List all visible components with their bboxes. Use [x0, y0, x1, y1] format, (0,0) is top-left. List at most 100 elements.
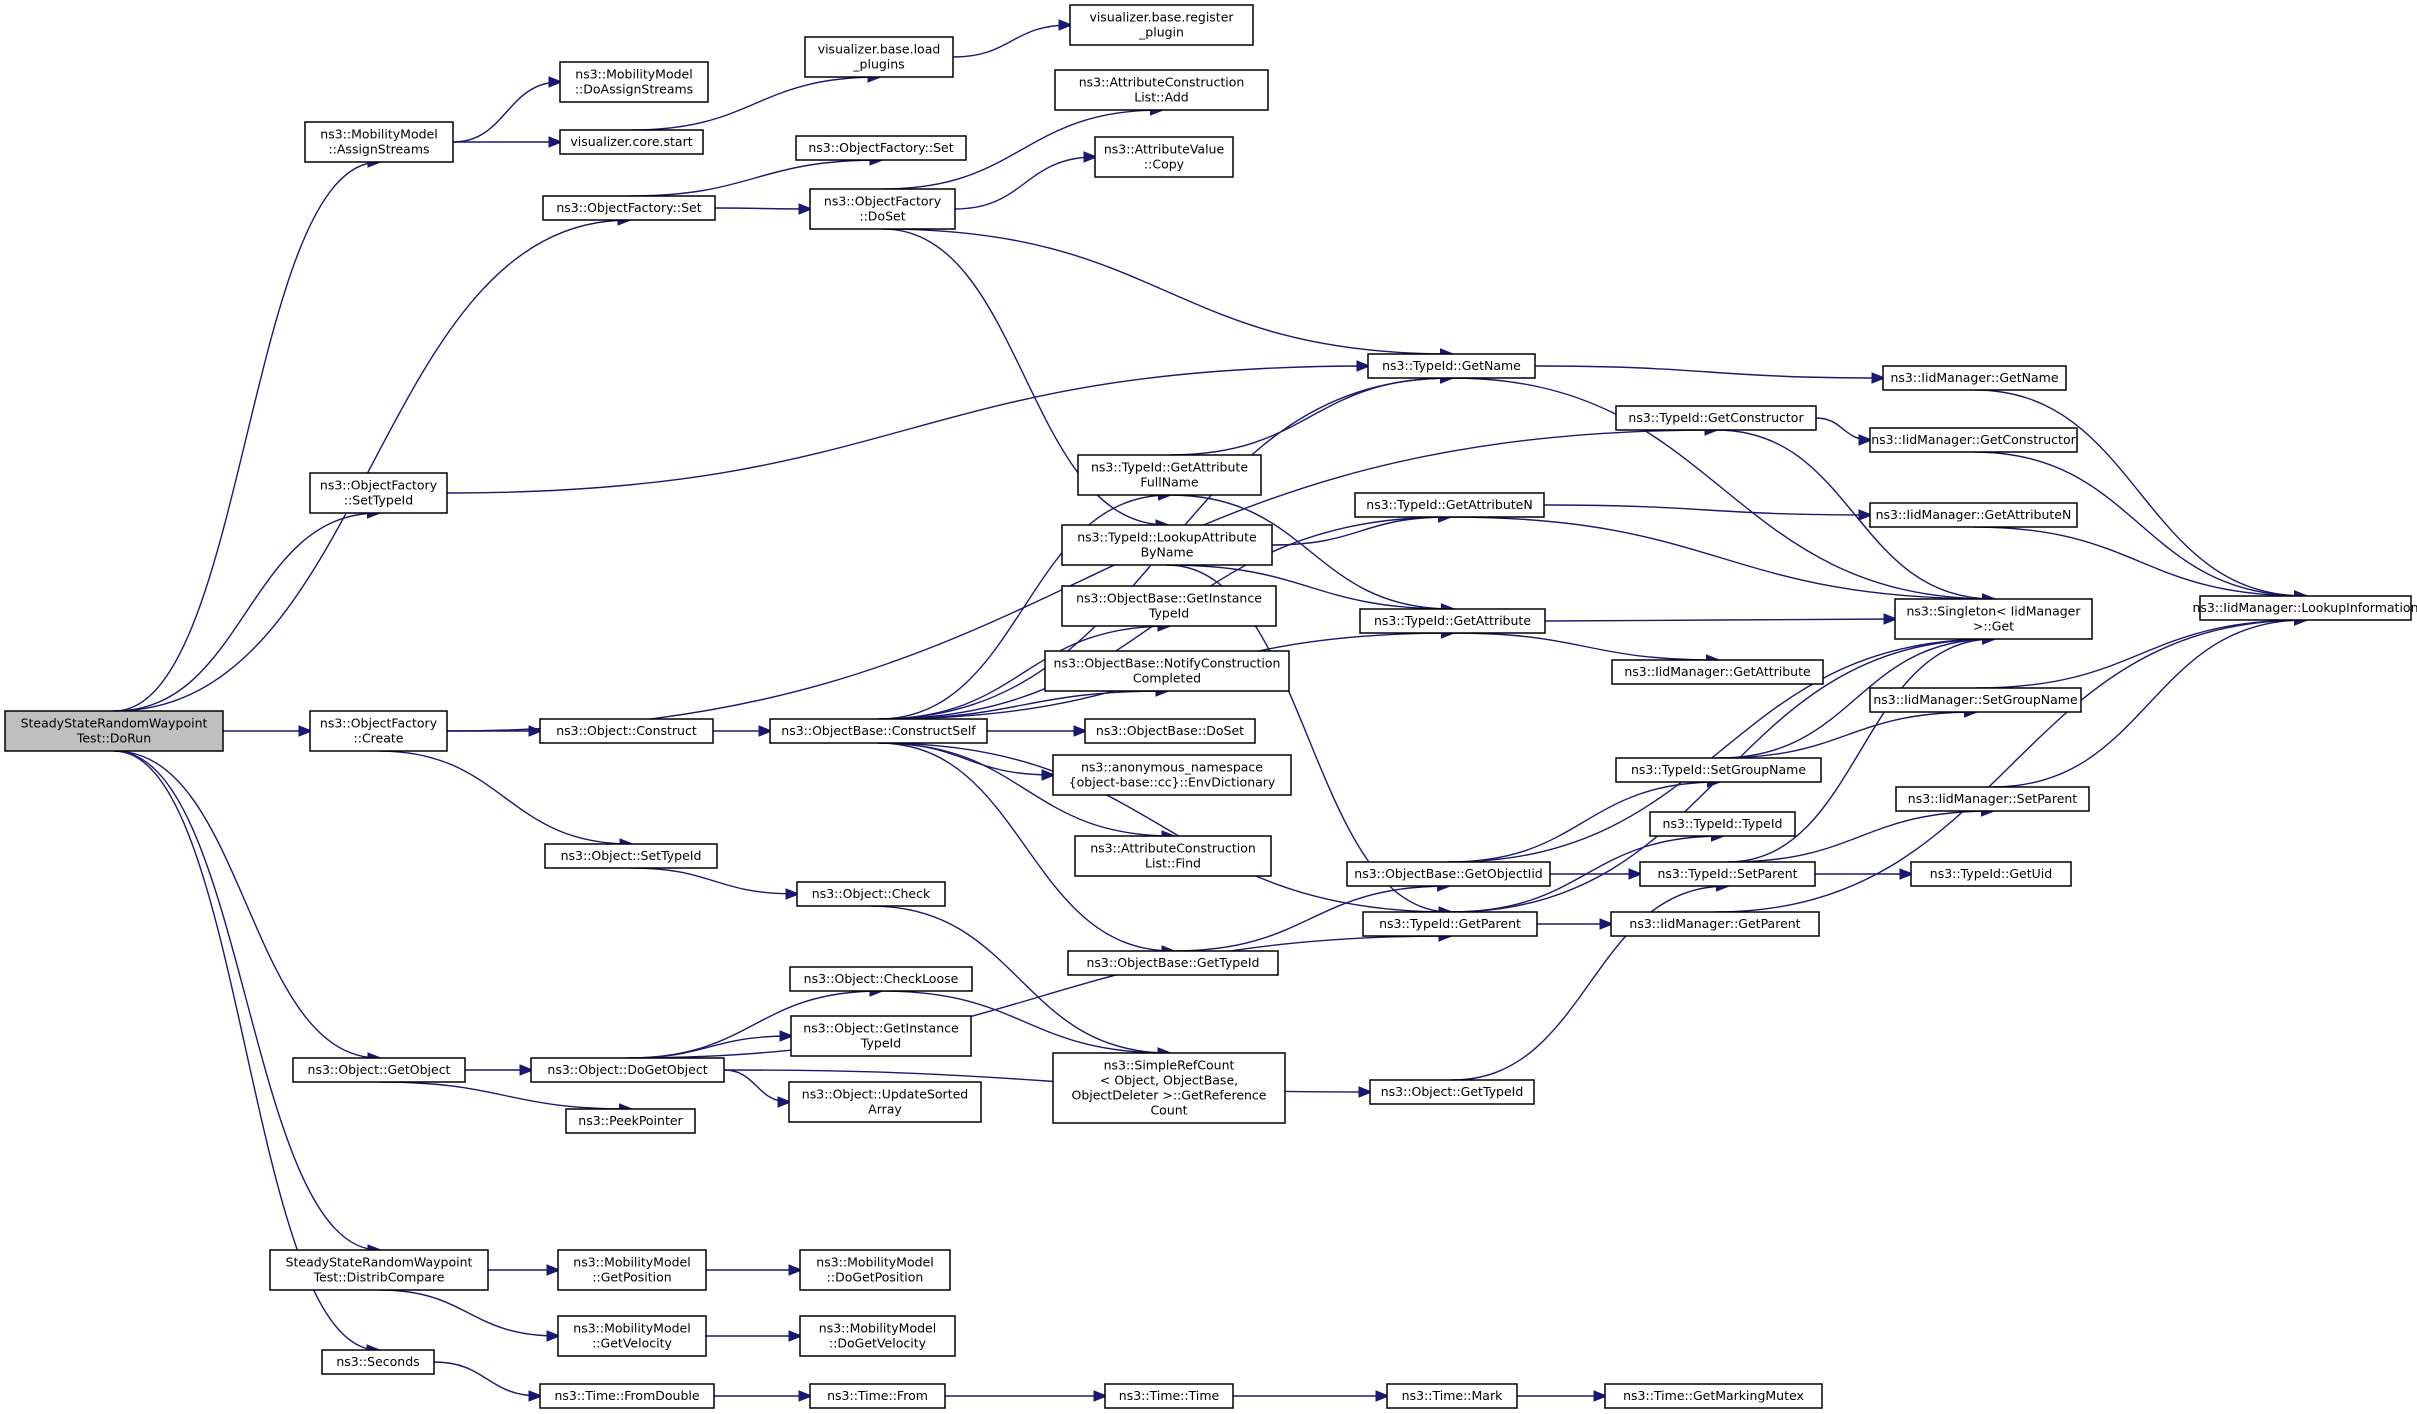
node-vis_register[interactable]: visualizer.base.register_plugin — [1069, 4, 1254, 46]
edge-of_settypeid-to-tid_getname — [446, 366, 1368, 494]
node-tid_setparent[interactable]: ns3::TypeId::SetParent — [1639, 861, 1816, 887]
node-time_getmutex[interactable]: ns3::Time::GetMarkingMutex — [1604, 1383, 1823, 1409]
node-tid_getctor[interactable]: ns3::TypeId::GetConstructor — [1615, 405, 1817, 431]
node-obj_checkloose[interactable]: ns3::Object::CheckLoose — [789, 966, 973, 992]
node-tid_getuid[interactable]: ns3::TypeId::GetUid — [1910, 861, 2072, 887]
edge-mm_assign-to-mm_doassign — [452, 82, 560, 143]
edge-iid_getparent-to-iid_lookup — [1714, 620, 2306, 913]
node-tid_getattr[interactable]: ns3::TypeId::GetAttribute — [1359, 608, 1546, 634]
node-mm_getvel[interactable]: ns3::MobilityModel::GetVelocity — [557, 1315, 707, 1357]
node-vis_core_start[interactable]: visualizer.core.start — [559, 129, 704, 155]
node-of_doset[interactable]: ns3::ObjectFactory::DoSet — [809, 188, 956, 230]
node-time_time[interactable]: ns3::Time::Time — [1104, 1383, 1234, 1409]
node-iid_getattr[interactable]: ns3::IidManager::GetAttribute — [1611, 659, 1824, 685]
node-box — [4, 710, 224, 752]
node-obj_dogetobject[interactable]: ns3::Object::DoGetObject — [530, 1057, 725, 1083]
node-ob_getobjectiid[interactable]: ns3::ObjectBase::GetObjectIid — [1346, 861, 1551, 887]
node-time_fromdouble[interactable]: ns3::Time::FromDouble — [539, 1383, 715, 1409]
node-obj_construct[interactable]: ns3::Object::Construct — [539, 718, 714, 744]
node-time_mark[interactable]: ns3::Time::Mark — [1386, 1383, 1518, 1409]
node-ob_notify[interactable]: ns3::ObjectBase::NotifyConstructionCompl… — [1044, 650, 1290, 692]
node-obj_gettypeid[interactable]: ns3::Object::GetTypeId — [1369, 1079, 1535, 1105]
node-box — [559, 61, 709, 103]
node-mm_assign[interactable]: ns3::MobilityModel::AssignStreams — [304, 121, 454, 163]
node-vis_load[interactable]: visualizer.base.load_plugins — [804, 36, 954, 78]
node-of_settypeid[interactable]: ns3::ObjectFactory::SetTypeId — [309, 472, 448, 514]
node-label: ns3::Seconds — [336, 1354, 419, 1369]
node-singleton_get[interactable]: ns3::Singleton< IidManager>::Get — [1894, 598, 2093, 640]
edge-of_doset-to-tid_lookupattr — [882, 228, 1168, 525]
node-distrib[interactable]: SteadyStateRandomWaypointTest::DistribCo… — [269, 1249, 489, 1291]
node-iid_setparent[interactable]: ns3::IidManager::SetParent — [1895, 786, 2090, 812]
node-ob_doset[interactable]: ns3::ObjectBase::DoSet — [1084, 718, 1256, 744]
node-tid_getname[interactable]: ns3::TypeId::GetName — [1367, 353, 1536, 379]
node-av_copy[interactable]: ns3::AttributeValue::Copy — [1094, 136, 1234, 178]
node-label: ns3::ObjectBase::NotifyConstruction — [1054, 656, 1281, 671]
node-box — [1367, 353, 1536, 379]
node-label: ns3::ObjectBase::ConstructSelf — [781, 723, 976, 738]
node-label: ns3::ObjectFactory::Set — [808, 140, 953, 155]
node-tid_getattrn[interactable]: ns3::TypeId::GetAttributeN — [1354, 492, 1545, 518]
edge-of_create-to-obj_settypeid — [378, 750, 632, 844]
node-label: ns3::Object::SetTypeId — [561, 848, 702, 863]
node-tid_setgroup[interactable]: ns3::TypeId::SetGroupName — [1615, 757, 1822, 783]
edge-tid_getname-to-singleton_get — [1451, 377, 1994, 599]
node-box — [1386, 1383, 1518, 1409]
node-obj_settypeid[interactable]: ns3::Object::SetTypeId — [544, 843, 718, 869]
node-peekpointer[interactable]: ns3::PeekPointer — [565, 1108, 696, 1134]
node-iid_getname[interactable]: ns3::IidManager::GetName — [1882, 365, 2067, 391]
edge-ob_gettypeid-to-ob_getobjectiid — [1172, 886, 1449, 952]
node-label: ::DoGetVelocity — [829, 1336, 927, 1351]
node-iid_lookup[interactable]: ns3::IidManager::LookupInformation — [2192, 595, 2417, 621]
node-mm_dogetvel[interactable]: ns3::MobilityModel::DoGetVelocity — [799, 1315, 956, 1357]
node-label: SteadyStateRandomWaypoint — [21, 716, 208, 731]
node-mm_getpos[interactable]: ns3::MobilityModel::GetPosition — [557, 1249, 707, 1291]
node-label: ns3::Time::GetMarkingMutex — [1623, 1388, 1804, 1403]
node-box — [1077, 454, 1262, 496]
edge-obj_dogetobject-to-tid_getparent — [627, 936, 1451, 1059]
node-label: ::DoSet — [859, 209, 905, 224]
node-mm_dogetpos[interactable]: ns3::MobilityModel::DoGetPosition — [799, 1249, 951, 1291]
node-label: ObjectDeleter >::GetReference — [1071, 1088, 1266, 1103]
node-of_set[interactable]: ns3::ObjectFactory::Set — [542, 195, 716, 221]
node-ob_gettypeid[interactable]: ns3::ObjectBase::GetTypeId — [1067, 950, 1279, 976]
node-box — [1074, 835, 1272, 877]
node-of_set2[interactable]: ns3::ObjectFactory::Set — [795, 135, 967, 161]
node-mm_doassign[interactable]: ns3::MobilityModel::DoAssignStreams — [559, 61, 709, 103]
node-of_create[interactable]: ns3::ObjectFactory::Create — [309, 710, 448, 752]
node-src_getref[interactable]: ns3::SimpleRefCount< Object, ObjectBase,… — [1052, 1052, 1286, 1124]
node-iid_getattrn[interactable]: ns3::IidManager::GetAttributeN — [1869, 502, 2078, 528]
node-label: ns3::IidManager::SetParent — [1908, 791, 2078, 806]
node-box — [557, 1315, 707, 1357]
node-seconds[interactable]: ns3::Seconds — [321, 1349, 435, 1375]
edge-ob_constructself-to-tid_getparent — [878, 742, 1451, 912]
node-time_from[interactable]: ns3::Time::From — [809, 1383, 946, 1409]
node-label: ns3::Object::GetInstance — [803, 1021, 959, 1036]
node-label: ns3::Time::From — [827, 1388, 928, 1403]
node-tid_typeid[interactable]: ns3::TypeId::TypeId — [1649, 811, 1796, 837]
node-label: List::Add — [1134, 90, 1188, 105]
node-anon_env[interactable]: ns3::anonymous_namespace{object-base::cc… — [1052, 754, 1292, 796]
node-box — [1052, 754, 1292, 796]
edge-iid_setgroup-to-iid_lookup — [1975, 620, 2306, 689]
node-label: ns3::IidManager::GetAttributeN — [1876, 507, 2072, 522]
node-box — [1639, 861, 1816, 887]
node-iid_setgroup[interactable]: ns3::IidManager::SetGroupName — [1869, 687, 2082, 713]
node-tid_getparent[interactable]: ns3::TypeId::GetParent — [1362, 911, 1538, 937]
edge-seconds-to-time_fromdouble — [433, 1361, 540, 1396]
node-obj_check[interactable]: ns3::Object::Check — [796, 881, 946, 907]
node-iid_getctor[interactable]: ns3::IidManager::GetConstructor — [1869, 427, 2078, 453]
node-iid_getparent[interactable]: ns3::IidManager::GetParent — [1610, 911, 1820, 937]
node-obj_getobject[interactable]: ns3::Object::GetObject — [292, 1057, 466, 1083]
node-box — [309, 472, 448, 514]
node-label: ::SetTypeId — [344, 493, 413, 508]
node-ob_constructself[interactable]: ns3::ObjectBase::ConstructSelf — [769, 718, 988, 744]
